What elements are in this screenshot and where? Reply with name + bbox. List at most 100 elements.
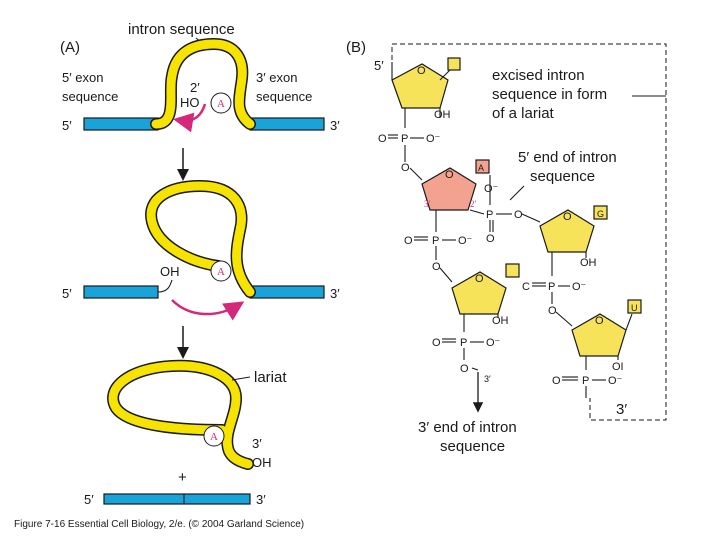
intron-loop-2 xyxy=(146,181,255,297)
exon3-label-l2: sequence xyxy=(256,89,312,104)
nucleotide-g: G O OH C P O⁻ O xyxy=(522,205,608,327)
svg-text:C: C xyxy=(522,281,530,293)
intron-sequence-label: intron sequence xyxy=(128,21,235,38)
svg-text:O⁻: O⁻ xyxy=(458,235,473,247)
exon5-bar-2 xyxy=(83,285,159,299)
svg-text:O: O xyxy=(404,235,413,247)
b-five-prime: 5′ xyxy=(374,58,384,73)
svg-text:O: O xyxy=(548,305,557,317)
svg-text:O: O xyxy=(432,261,441,273)
b-three-prime: 3′ xyxy=(616,401,627,418)
nucleotide-1: O OH O P O⁻ O xyxy=(378,57,461,181)
end5-l2: sequence xyxy=(530,168,595,185)
svg-text:O: O xyxy=(445,169,454,181)
base-1 xyxy=(447,57,461,71)
five-prime-1: 5′ xyxy=(62,118,72,133)
svg-text:O⁻: O⁻ xyxy=(572,281,587,293)
svg-text:O⁻: O⁻ xyxy=(486,337,501,349)
svg-text:OH: OH xyxy=(434,109,451,121)
svg-text:3′: 3′ xyxy=(484,374,491,384)
svg-text:P: P xyxy=(548,281,555,293)
svg-text:P: P xyxy=(432,235,439,247)
excised-l1: excised intron xyxy=(492,67,585,84)
ribose-1 xyxy=(391,63,449,109)
svg-text:O: O xyxy=(595,315,604,327)
exon5-label-l1: 5′ exon xyxy=(62,70,103,85)
svg-text:O: O xyxy=(475,273,484,285)
two-prime-label: 2′ xyxy=(190,80,200,95)
exon5-label-l2: sequence xyxy=(62,89,118,104)
svg-text:O: O xyxy=(401,162,410,174)
three-prime-3: 3′ xyxy=(252,436,262,451)
base-lower xyxy=(505,263,520,278)
attack-arrow-1 xyxy=(173,103,207,133)
lariat-loop xyxy=(108,361,253,469)
svg-text:O: O xyxy=(563,211,572,223)
nucleotide-u: U O OI O P O⁻ 3′ xyxy=(552,299,642,418)
svg-text:P: P xyxy=(401,133,408,145)
svg-text:O⁻: O⁻ xyxy=(608,375,623,387)
end5-l1: 5′ end of intron xyxy=(518,149,617,166)
svg-text:2′: 2′ xyxy=(470,199,477,209)
branch-a-3: A xyxy=(210,431,218,443)
svg-text:P: P xyxy=(582,375,589,387)
excised-l2: sequence in form xyxy=(492,86,607,103)
branch-point-2 xyxy=(210,260,232,282)
svg-text:O: O xyxy=(460,363,469,375)
svg-text:P: P xyxy=(486,209,493,221)
end3-l1: 3′ end of intron xyxy=(418,419,517,436)
oh-label-3: OH xyxy=(252,455,272,470)
base-u-box xyxy=(627,299,642,314)
ribose-lower xyxy=(451,271,507,315)
exon3-label-l1: 3′ exon xyxy=(256,70,297,85)
step2-intermediate: A OH 5′ 3′ xyxy=(62,180,340,321)
step1-precursor: A 5′ exon sequence 3′ exon sequence 2′ H… xyxy=(62,38,340,133)
nucleotide-branch-a: A O 3′ 2′ 5′ end of intron sequence O⁻ P… xyxy=(404,149,617,283)
exon5-bar-1 xyxy=(83,117,159,131)
panel-b-label: (B) xyxy=(346,39,366,56)
oh-end xyxy=(157,279,173,293)
step3-products: A lariat 3′ OH + 5′ 3′ xyxy=(84,359,287,507)
end3-l2: sequence xyxy=(440,438,505,455)
figure-caption: Figure 7-16 Essential Cell Biology, 2/e.… xyxy=(14,519,304,530)
svg-text:O: O xyxy=(417,65,426,77)
svg-text:OH: OH xyxy=(580,257,597,269)
base-g: G xyxy=(597,209,604,219)
panel-a-label: (A) xyxy=(60,39,80,56)
base-a-box xyxy=(475,159,490,174)
svg-text:P: P xyxy=(460,337,467,349)
lariat-label: lariat xyxy=(254,369,287,386)
three-prime-4: 3′ xyxy=(256,492,266,507)
intron-loop-1 xyxy=(151,39,255,129)
ribose-g xyxy=(539,209,595,253)
svg-text:3′: 3′ xyxy=(424,199,431,209)
svg-text:OI: OI xyxy=(612,361,624,373)
svg-text:O: O xyxy=(514,209,523,221)
five-prime-4: 5′ xyxy=(84,492,94,507)
svg-text:O⁻: O⁻ xyxy=(426,133,441,145)
nucleotide-lower: O OH O P O⁻ O 3′ 3′ end of intron sequen… xyxy=(418,263,520,455)
plus-sign: + xyxy=(178,469,187,486)
ho-label: HO xyxy=(180,95,200,110)
base-u: U xyxy=(631,303,638,313)
ribose-branch xyxy=(421,167,477,211)
branch-point-1 xyxy=(210,92,232,114)
ribose-u xyxy=(571,313,627,357)
attack-arrow-2 xyxy=(171,299,245,321)
exon3-bar-2 xyxy=(249,285,325,299)
ligated-exons xyxy=(103,493,251,505)
lariat-pointer xyxy=(231,376,251,381)
exon3-bar-1 xyxy=(249,117,325,131)
base-a: A xyxy=(478,163,484,173)
svg-text:O: O xyxy=(432,337,441,349)
oh-label-2: OH xyxy=(160,264,180,279)
branch-a-1: A xyxy=(217,98,225,110)
lariat-bracket xyxy=(391,43,667,421)
svg-text:O: O xyxy=(552,375,561,387)
branch-a-2: A xyxy=(217,266,225,278)
base-g-box xyxy=(593,205,608,220)
excised-l3: of a lariat xyxy=(492,105,555,122)
three-prime-1: 3′ xyxy=(330,118,340,133)
